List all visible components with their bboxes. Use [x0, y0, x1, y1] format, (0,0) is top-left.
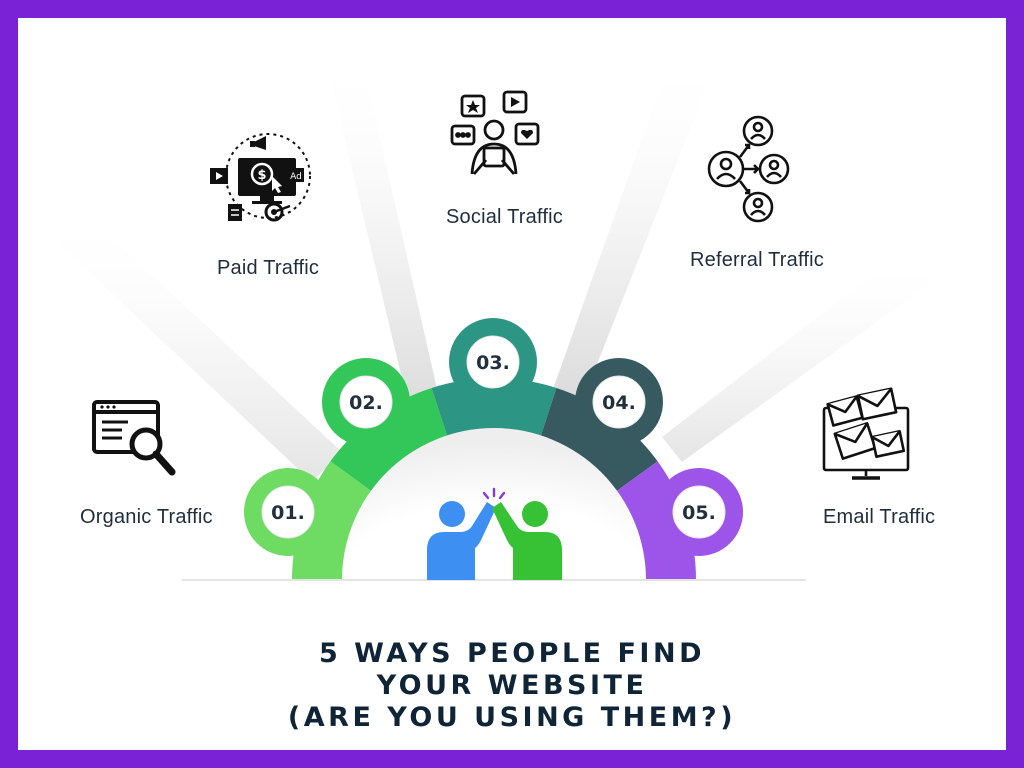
- step-number-03: 03.: [476, 352, 510, 374]
- step-number-05: 05.: [682, 502, 716, 524]
- traffic-diagram: 01. 02. 03. 04. 05. $: [52, 50, 932, 581]
- social-media-icon: [450, 90, 540, 175]
- number-badges: 01. 02. 03. 04. 05.: [261, 335, 726, 539]
- svg-text:$: $: [257, 168, 266, 183]
- ray-3: [552, 54, 712, 402]
- email-monitor-icon: [822, 387, 910, 480]
- label-referral-traffic: Referral Traffic: [690, 249, 824, 271]
- ray-4: [662, 252, 932, 462]
- search-page-icon: [92, 400, 176, 476]
- page-title-line-1: 5 WAYS PEOPLE FIND: [319, 638, 705, 669]
- page-title-line-3: (ARE YOU USING THEM?): [287, 702, 737, 733]
- label-social-traffic: Social Traffic: [446, 206, 563, 228]
- high-five-people-icon: [427, 487, 562, 580]
- label-paid-traffic: Paid Traffic: [217, 257, 320, 279]
- svg-text:Ad: Ad: [290, 172, 302, 182]
- step-number-02: 02.: [349, 392, 383, 414]
- label-email-traffic: Email Traffic: [823, 506, 936, 528]
- step-number-04: 04.: [602, 392, 636, 414]
- inner-arch: [342, 428, 646, 580]
- ray-1: [52, 210, 342, 482]
- referral-network-icon: [707, 115, 790, 223]
- page-title-line-2: YOUR WEBSITE: [376, 670, 648, 701]
- ray-2: [330, 50, 440, 412]
- paid-ads-icon: $ Ad: [210, 133, 311, 222]
- background-rays: [52, 50, 932, 482]
- step-number-01: 01.: [271, 502, 305, 524]
- label-organic-traffic: Organic Traffic: [80, 506, 213, 528]
- sparkle-icon: [482, 487, 506, 500]
